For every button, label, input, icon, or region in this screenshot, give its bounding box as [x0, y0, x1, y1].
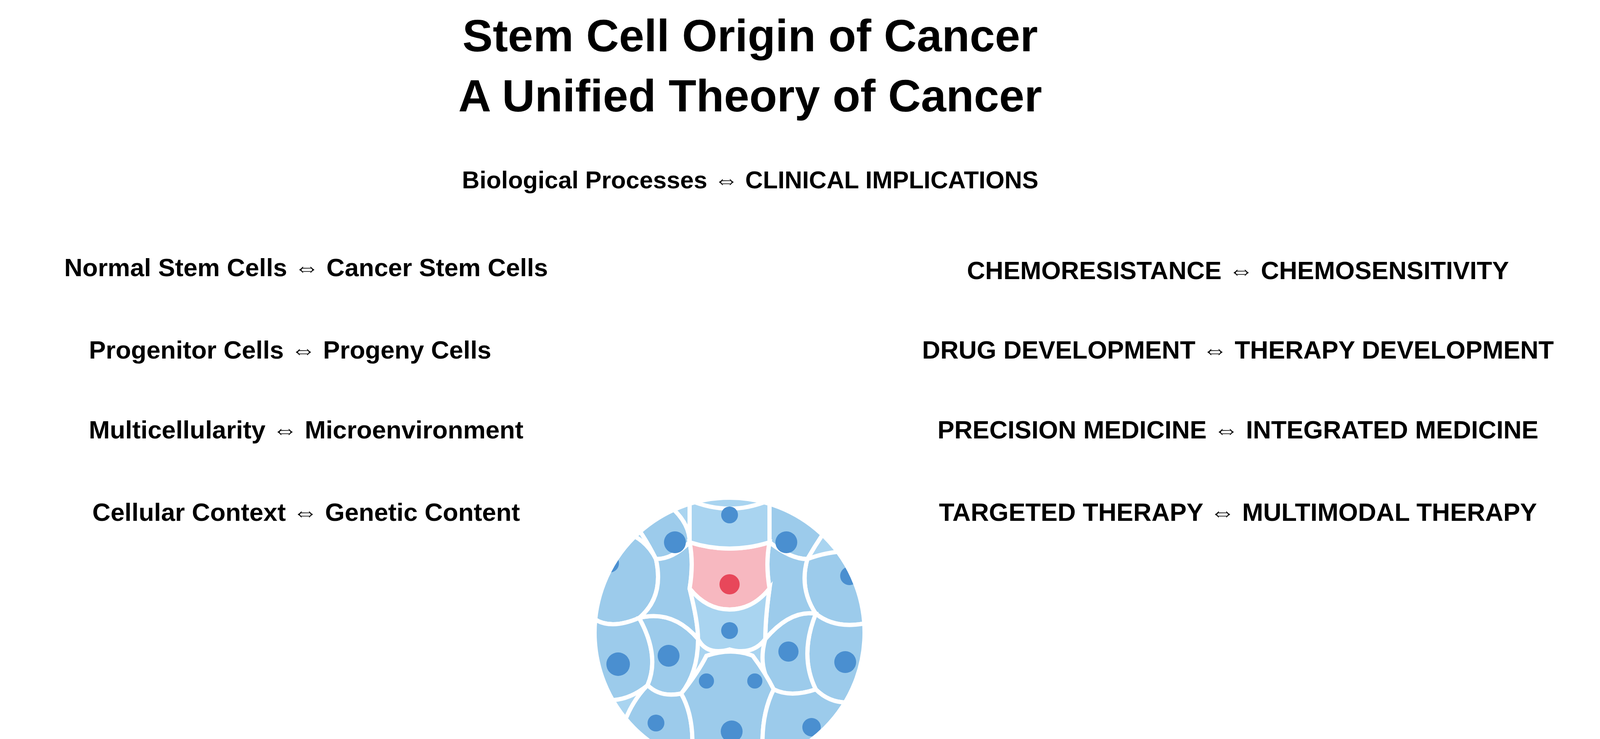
biological-process: Progenitor Cells ⇔ Progeny Cells [89, 335, 492, 365]
cell-cluster-illustration [588, 491, 875, 739]
biological-process: Normal Stem Cells ⇔ Cancer Stem Cells [64, 253, 548, 283]
clinical-implication: PRECISION MEDICINE ⇔ INTEGRATED MEDICINE [937, 415, 1539, 445]
clinical-implication: DRUG DEVELOPMENT ⇔ THERAPY DEVELOPMENT [922, 335, 1554, 365]
clinical-implication: TARGETED THERAPY ⇔ MULTIMODAL THERAPY [938, 497, 1537, 527]
biological-process: Cellular Context ⇔ Genetic Content [92, 497, 521, 527]
title-line: A Unified Theory of Cancer [458, 69, 1042, 122]
title: Stem Cell Origin of Cancer [462, 9, 1038, 62]
clinical-implication: CHEMORESISTANCE ⇔ CHEMOSENSITIVITY [966, 256, 1509, 286]
subtitle: Biological Processes ⇔ CLINICAL IMPLICAT… [462, 166, 1039, 195]
biological-process: Multicellularity ⇔ Microenvironment [88, 415, 524, 445]
